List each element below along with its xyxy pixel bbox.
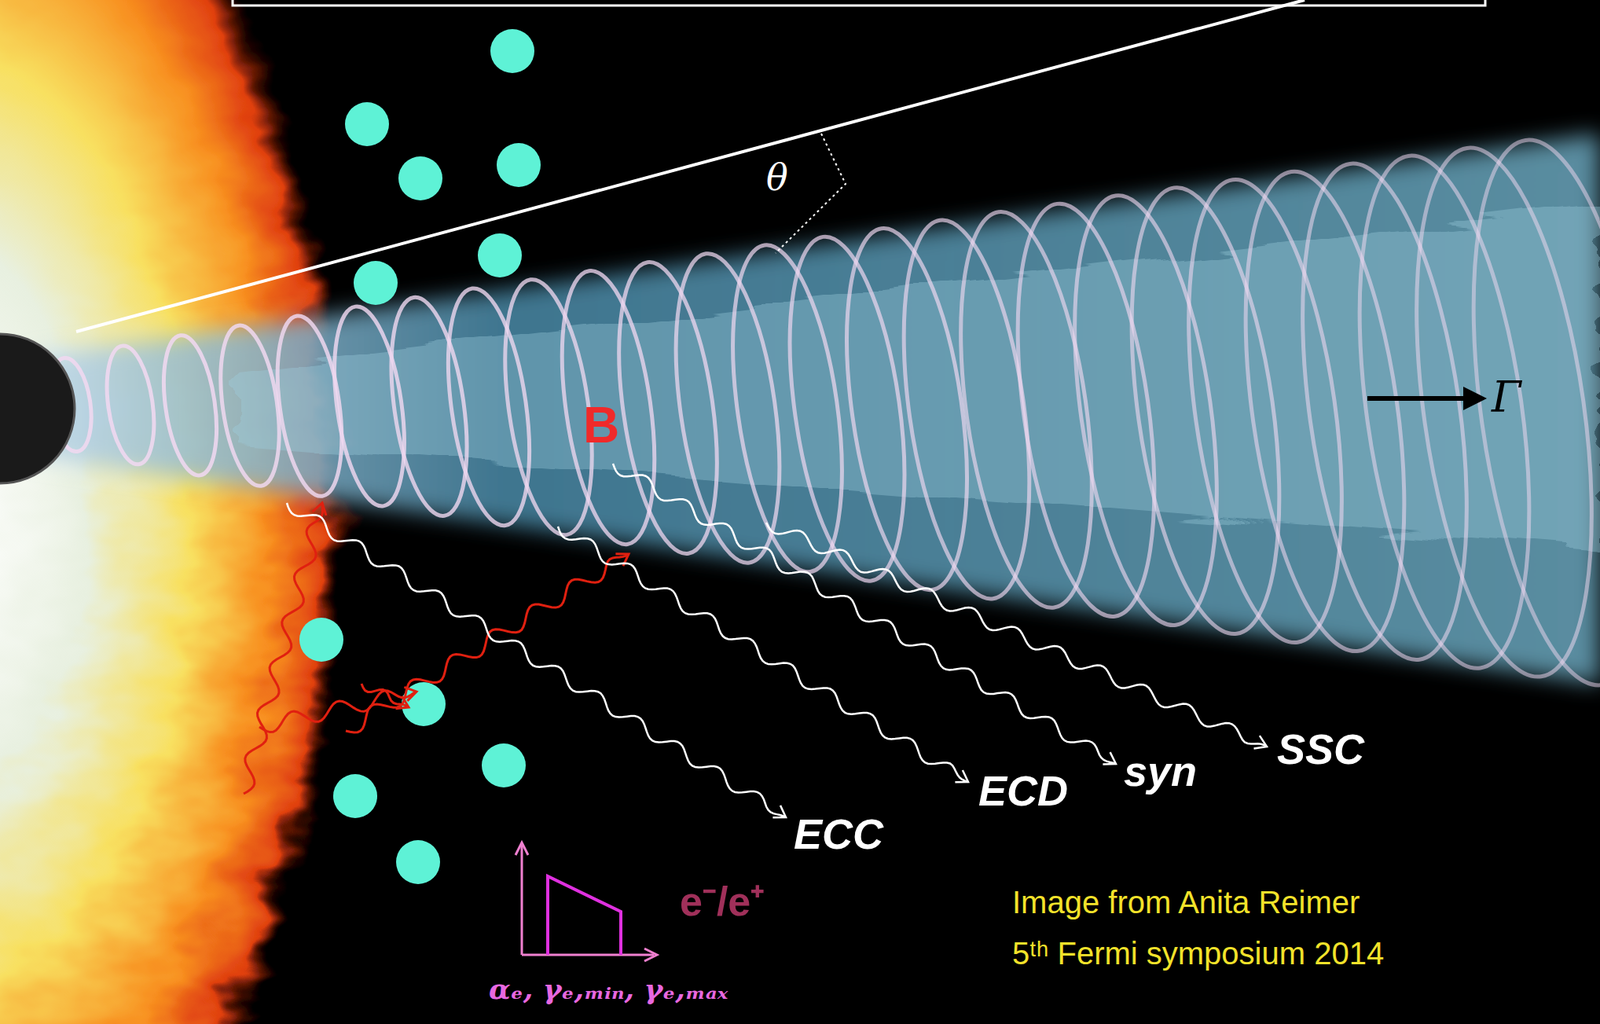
photon-path: [557, 526, 969, 782]
angle-label: θ: [766, 157, 789, 199]
cloud: [496, 143, 541, 188]
spectrum-line: [547, 876, 621, 955]
particle-label: e⁻/e⁺: [679, 878, 765, 926]
photon-arrowhead: [954, 770, 969, 782]
cloud: [396, 840, 441, 885]
axis: [521, 844, 524, 955]
photon-arrowhead: [396, 696, 410, 709]
cloud: [481, 743, 526, 788]
field-ring: [994, 194, 1177, 625]
lorentz-factor-label: Γ: [1491, 373, 1521, 423]
black-hole: [0, 333, 75, 484]
photon-arrowhead: [1102, 752, 1116, 765]
arrow-head: [1463, 386, 1487, 411]
process-label: SSC: [1277, 724, 1365, 774]
field-ring: [99, 342, 161, 467]
field-ring: [155, 331, 224, 479]
accretion-disk-glow: [0, 0, 346, 1024]
distribution-icon: [515, 842, 657, 962]
field-ring: [211, 321, 288, 490]
field-ring: [1332, 145, 1558, 679]
credit-text: Image from Anita Reimer: [1012, 884, 1360, 921]
lorentz-arrow: [1367, 386, 1487, 411]
credit-text: 5ᵗʰ Fermi symposium 2014: [1012, 935, 1384, 972]
field-ring: [1051, 187, 1241, 635]
process-label: syn: [1123, 746, 1197, 796]
field-ring: [546, 264, 669, 551]
field-ring: [1443, 128, 1600, 697]
photon-path: [612, 463, 1116, 764]
photon-path: [286, 502, 786, 818]
field-ring: [1387, 136, 1600, 688]
jet-body: [31, 133, 1600, 684]
field-ring: [715, 238, 860, 579]
field-ring: [939, 203, 1114, 616]
field-ring: [1219, 161, 1431, 661]
photon-arrowhead: [1254, 735, 1268, 749]
cloud: [401, 682, 446, 727]
photon-arrowhead: [772, 805, 786, 818]
axis: [521, 954, 654, 957]
viewing-angle-line: [76, 0, 1305, 332]
photon-path: [243, 502, 323, 794]
photon-arrowhead: [312, 502, 327, 516]
magnetic-field-rings: [44, 128, 1600, 697]
field-ring: [379, 292, 480, 521]
cloud: [490, 29, 535, 74]
parameter-label: αₑ, γₑ,ₘᵢₙ, γₑ,ₘₐₓ: [488, 972, 728, 1006]
cloud: [344, 102, 389, 147]
field-ring: [603, 256, 734, 560]
field-ring: [770, 229, 923, 588]
field-ring: [1107, 178, 1304, 643]
cloud: [398, 156, 443, 201]
field-ring: [659, 246, 797, 569]
field-ring: [323, 301, 416, 511]
field-ring: [1275, 153, 1494, 670]
cloud: [353, 260, 398, 305]
field-ring: [435, 282, 543, 531]
cloud: [477, 233, 522, 278]
magnetic-field-label: B: [583, 396, 620, 456]
axis-head: [515, 842, 529, 856]
photon-path: [766, 522, 1267, 747]
cloud: [333, 774, 378, 819]
cloud: [299, 617, 344, 662]
blr-clouds: [299, 29, 541, 885]
axis-head: [644, 948, 657, 962]
arrow-shaft: [1367, 396, 1470, 401]
photon-path: [361, 683, 409, 708]
process-label: ECC: [793, 809, 884, 859]
photon-path: [259, 690, 417, 733]
field-ring: [267, 311, 352, 501]
photon-path: [345, 554, 629, 733]
field-ring: [1163, 169, 1368, 652]
process-label: ECD: [978, 766, 1068, 815]
